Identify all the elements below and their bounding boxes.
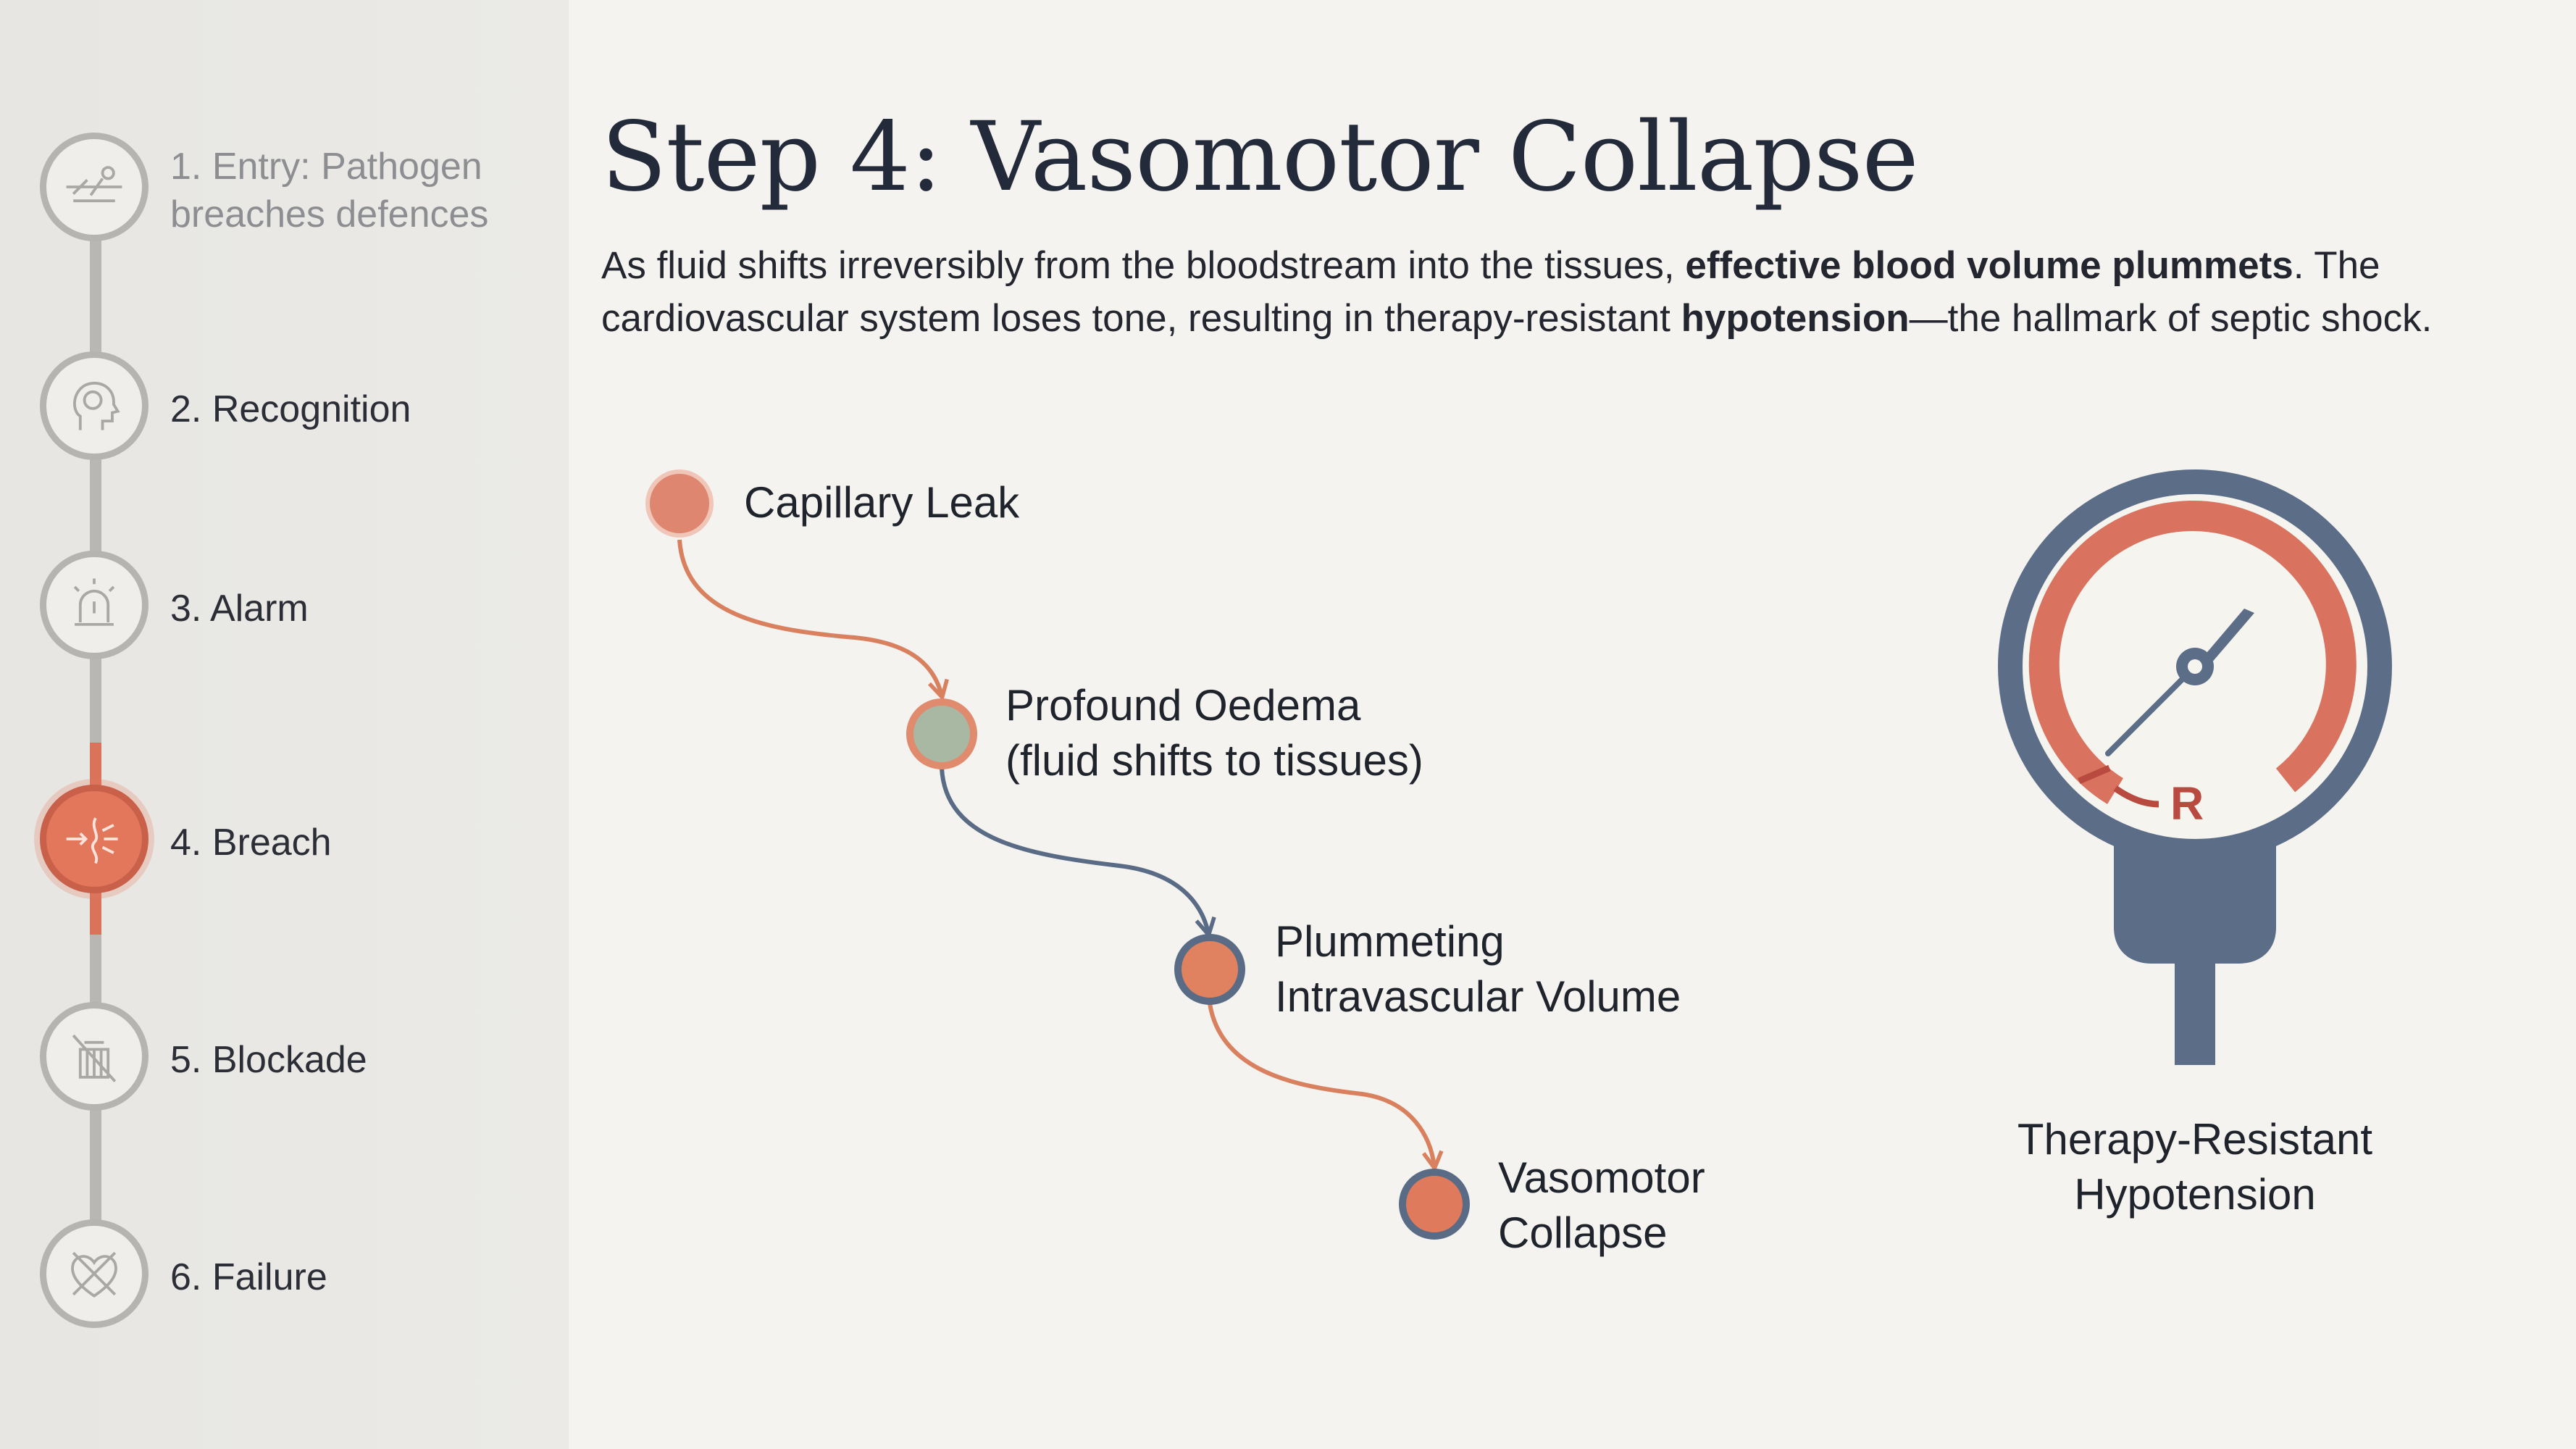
flow-node-volume — [1174, 934, 1245, 1005]
flow-node-capillary-leak — [645, 469, 714, 538]
flow-node-oedema — [906, 698, 977, 769]
alarm-siren-icon — [40, 551, 149, 659]
flow-label-collapse: Vasomotor Collapse — [1498, 1151, 1705, 1261]
flow-label-volume: Plummeting Intravascular Volume — [1275, 914, 1681, 1024]
description-text: . The cardiovascular system loses tone, … — [601, 244, 2380, 340]
blockade-icon — [40, 1002, 149, 1111]
flow-connector — [677, 539, 942, 696]
description-text: —the hallmark of septic shock. — [1909, 297, 2433, 340]
gauge-caption-line1: Therapy-Resistant — [2017, 1115, 2373, 1164]
flow-label-line1: Capillary Leak — [744, 478, 1020, 527]
sidebar-step-alarm[interactable]: 3. Alarm — [40, 551, 561, 667]
flow-connector — [1208, 1003, 1434, 1166]
flow-label-line2: Intravascular Volume — [1275, 972, 1681, 1021]
sidebar-step-label: 5. Blockade — [170, 1039, 367, 1081]
sidebar-step-entry[interactable]: 1. Entry: Pathogen breaches defences — [40, 133, 561, 249]
flow-label-line1: Vasomotor — [1498, 1153, 1705, 1202]
gauge-caption: Therapy-Resistant Hypotension — [1941, 1112, 2449, 1222]
pathogen-entry-icon — [40, 133, 149, 241]
flow-connector — [940, 767, 1208, 933]
flow-node-collapse — [1399, 1169, 1470, 1240]
sidebar-step-label: 3. Alarm — [170, 588, 309, 630]
sidebar-step-label-line2: breaches defences — [170, 193, 489, 235]
sidebar-step-blockade[interactable]: 5. Blockade — [40, 1002, 561, 1118]
description: As fluid shifts irreversibly from the bl… — [601, 239, 2514, 345]
head-recognition-icon — [40, 351, 149, 460]
sidebar-step-label: 6. Failure — [170, 1256, 327, 1298]
flow-label-line1: Profound Oedema — [1005, 681, 1361, 730]
gauge-caption-line2: Hypotension — [2074, 1170, 2316, 1219]
sidebar-step-recognition[interactable]: 2. Recognition — [40, 351, 561, 467]
page-title: Step 4: Vasomotor Collapse — [601, 101, 1919, 213]
flow-label-line2: Collapse — [1498, 1208, 1668, 1257]
sidebar-step-failure[interactable]: 6. Failure — [40, 1219, 561, 1335]
description-emphasis: effective blood volume plummets — [1685, 244, 2293, 287]
breach-icon — [40, 785, 149, 893]
sidebar-step-label: 4. Breach — [170, 822, 332, 864]
pressure-gauge: R — [1985, 464, 2405, 1072]
sidebar: 1. Entry: Pathogen breaches defences 2. … — [0, 0, 569, 1449]
description-text: As fluid shifts irreversibly from the bl… — [601, 244, 1686, 287]
failure-icon — [40, 1219, 149, 1328]
flow-label-oedema: Profound Oedema (fluid shifts to tissues… — [1005, 678, 1423, 788]
sidebar-step-breach[interactable]: 4. Breach — [40, 785, 561, 901]
flow-label-line1: Plummeting — [1275, 917, 1505, 966]
description-emphasis: hypotension — [1681, 297, 1910, 340]
sidebar-step-label-line1: 1. Entry: Pathogen — [170, 146, 482, 188]
flow-label-line2: (fluid shifts to tissues) — [1005, 736, 1423, 785]
flow-label-capillary-leak: Capillary Leak — [744, 475, 1019, 530]
gauge-letter: R — [2170, 777, 2204, 830]
sidebar-step-label: 2. Recognition — [170, 388, 411, 430]
pressure-gauge-icon — [1998, 469, 2392, 1065]
